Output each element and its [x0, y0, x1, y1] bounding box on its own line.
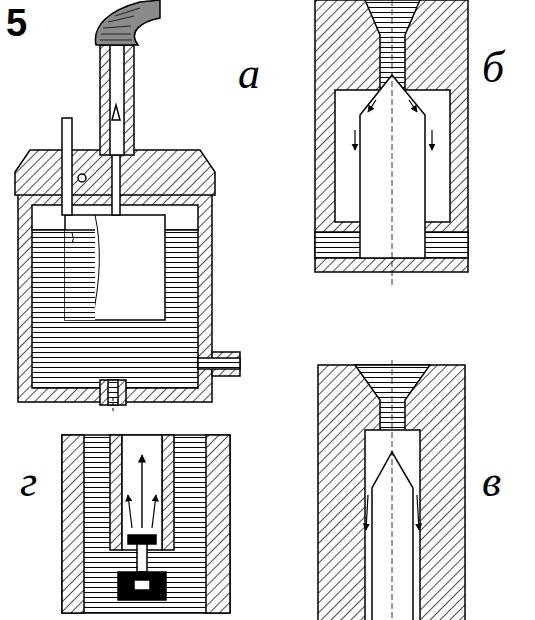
- valve-closed-detail-stroke: [360, 75, 425, 258]
- valve-closed-detail-stroke: [368, 100, 376, 112]
- float-chamber-stroke: [113, 398, 114, 412]
- needle-valve: [95, 0, 160, 215]
- float-chamber-stroke: [108, 380, 118, 405]
- check-valve-detail-stroke: [141, 455, 142, 528]
- valve-open-detail-stroke: [392, 360, 393, 620]
- valve-closed-detail: [315, 0, 468, 285]
- valve-open-detail-stroke: [365, 430, 420, 620]
- check-valve-detail-stroke: [206, 435, 230, 613]
- vent-tube-stroke: [62, 118, 72, 215]
- needle-valve-stroke: [100, 45, 134, 155]
- valve-open-detail-stroke: [417, 495, 419, 530]
- valve-closed-detail-stroke: [431, 130, 432, 150]
- view-letter: а: [238, 52, 260, 96]
- valve-open-detail-stroke: [355, 365, 430, 432]
- vent-tube: [62, 118, 86, 215]
- view-letter: г: [20, 460, 37, 504]
- valve-closed-detail-stroke: [315, 0, 468, 272]
- check-valve-detail-stroke: [137, 544, 147, 572]
- check-valve-detail-stroke: [62, 435, 230, 613]
- float-chamber-stroke: [100, 380, 126, 405]
- valve-closed-detail-stroke: [409, 100, 417, 112]
- needle-valve-stroke: [112, 105, 120, 120]
- valve-open-detail-stroke: [318, 365, 465, 620]
- view-letter: в: [482, 460, 501, 504]
- float-stroke: [65, 229, 95, 231]
- check-valve-detail-stroke: [110, 435, 122, 550]
- check-valve-detail-stroke: [128, 535, 156, 544]
- float-stroke: [72, 233, 74, 243]
- check-valve-detail-stroke: [118, 572, 166, 600]
- float-chamber: [15, 150, 240, 412]
- check-valve-detail-stroke: [128, 495, 132, 528]
- view-letter: б: [482, 46, 504, 90]
- check-valve-detail: [62, 435, 230, 613]
- check-valve-detail-stroke: [122, 435, 162, 550]
- float-stroke: [65, 230, 95, 320]
- check-valve-detail-stroke: [162, 435, 174, 550]
- valve-closed-detail-stroke: [392, 0, 393, 285]
- check-valve-detail-stroke: [152, 495, 156, 528]
- valve-closed-detail-stroke: [354, 130, 355, 150]
- float-chamber-stroke: [18, 190, 212, 402]
- needle-valve-stroke: [110, 45, 124, 155]
- vent-tube-stroke: [78, 174, 86, 182]
- valve-open-detail: [318, 360, 465, 620]
- needle-valve-stroke: [100, 8, 140, 40]
- valve-open-detail-stroke: [372, 452, 413, 620]
- check-valve-detail-stroke: [62, 435, 84, 613]
- check-valve-detail-stroke: [134, 580, 150, 590]
- float-chamber-stroke: [198, 358, 240, 369]
- float: [65, 215, 165, 320]
- needle-valve-stroke: [95, 0, 160, 45]
- figure-number: 5: [6, 4, 27, 42]
- valve-open-detail-stroke: [366, 495, 368, 530]
- float-stroke: [65, 215, 165, 320]
